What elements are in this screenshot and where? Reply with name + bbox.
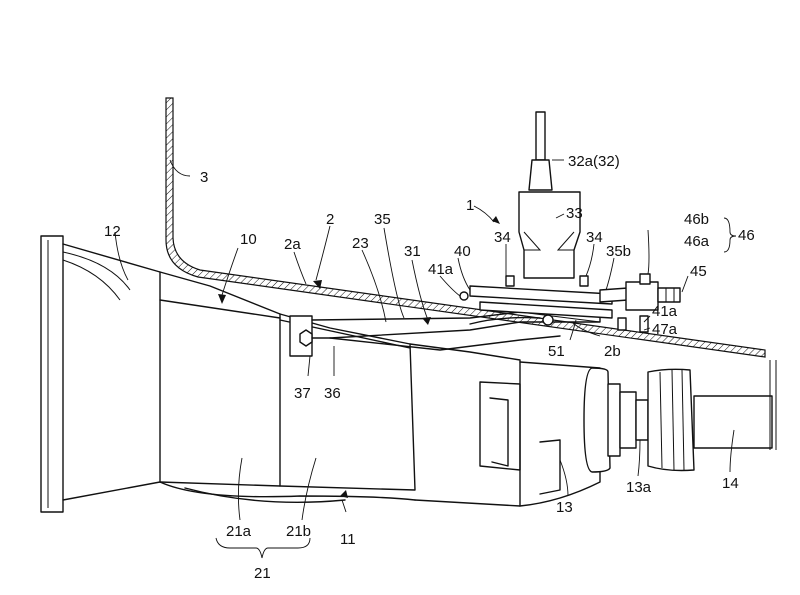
label-41a-left: 41a — [428, 261, 454, 278]
label-10: 10 — [240, 231, 257, 248]
label-47a: 47a — [652, 321, 678, 338]
label-21: 21 — [254, 565, 271, 582]
label-40: 40 — [454, 243, 471, 260]
label-12: 12 — [104, 223, 121, 240]
shift-device — [459, 111, 681, 333]
label-1: 1 — [466, 197, 474, 214]
label-46a: 46a — [684, 233, 710, 250]
label-46: 46 — [738, 227, 755, 244]
label-51: 51 — [548, 343, 565, 360]
shift-linkage — [289, 311, 601, 357]
transmission — [40, 235, 601, 513]
reference-labels: 3 12 10 2a 2 23 35 31 40 1 41a 32a(32) 3… — [104, 153, 755, 582]
label-36: 36 — [324, 385, 341, 402]
label-41a-right: 41a — [652, 303, 678, 320]
label-23: 23 — [352, 235, 369, 252]
label-34-right: 34 — [586, 229, 603, 246]
propeller-shaft — [583, 360, 777, 473]
label-13a: 13a — [626, 479, 652, 496]
label-21b: 21b — [286, 523, 311, 540]
label-13: 13 — [556, 499, 573, 516]
label-37: 37 — [294, 385, 311, 402]
label-33: 33 — [566, 205, 583, 222]
label-46b: 46b — [684, 211, 709, 228]
label-35b: 35b — [606, 243, 631, 260]
label-3: 3 — [200, 169, 208, 186]
arrowheads — [218, 216, 500, 498]
label-14: 14 — [722, 475, 739, 492]
leader-lines — [114, 159, 737, 559]
label-45: 45 — [690, 263, 707, 280]
label-2a: 2a — [284, 236, 301, 253]
label-35: 35 — [374, 211, 391, 228]
label-34-left: 34 — [494, 229, 511, 246]
label-2b: 2b — [604, 343, 621, 360]
label-31: 31 — [404, 243, 421, 260]
label-32a: 32a(32) — [568, 153, 620, 170]
label-2: 2 — [326, 211, 334, 228]
label-11: 11 — [340, 531, 356, 548]
label-21a: 21a — [226, 523, 252, 540]
